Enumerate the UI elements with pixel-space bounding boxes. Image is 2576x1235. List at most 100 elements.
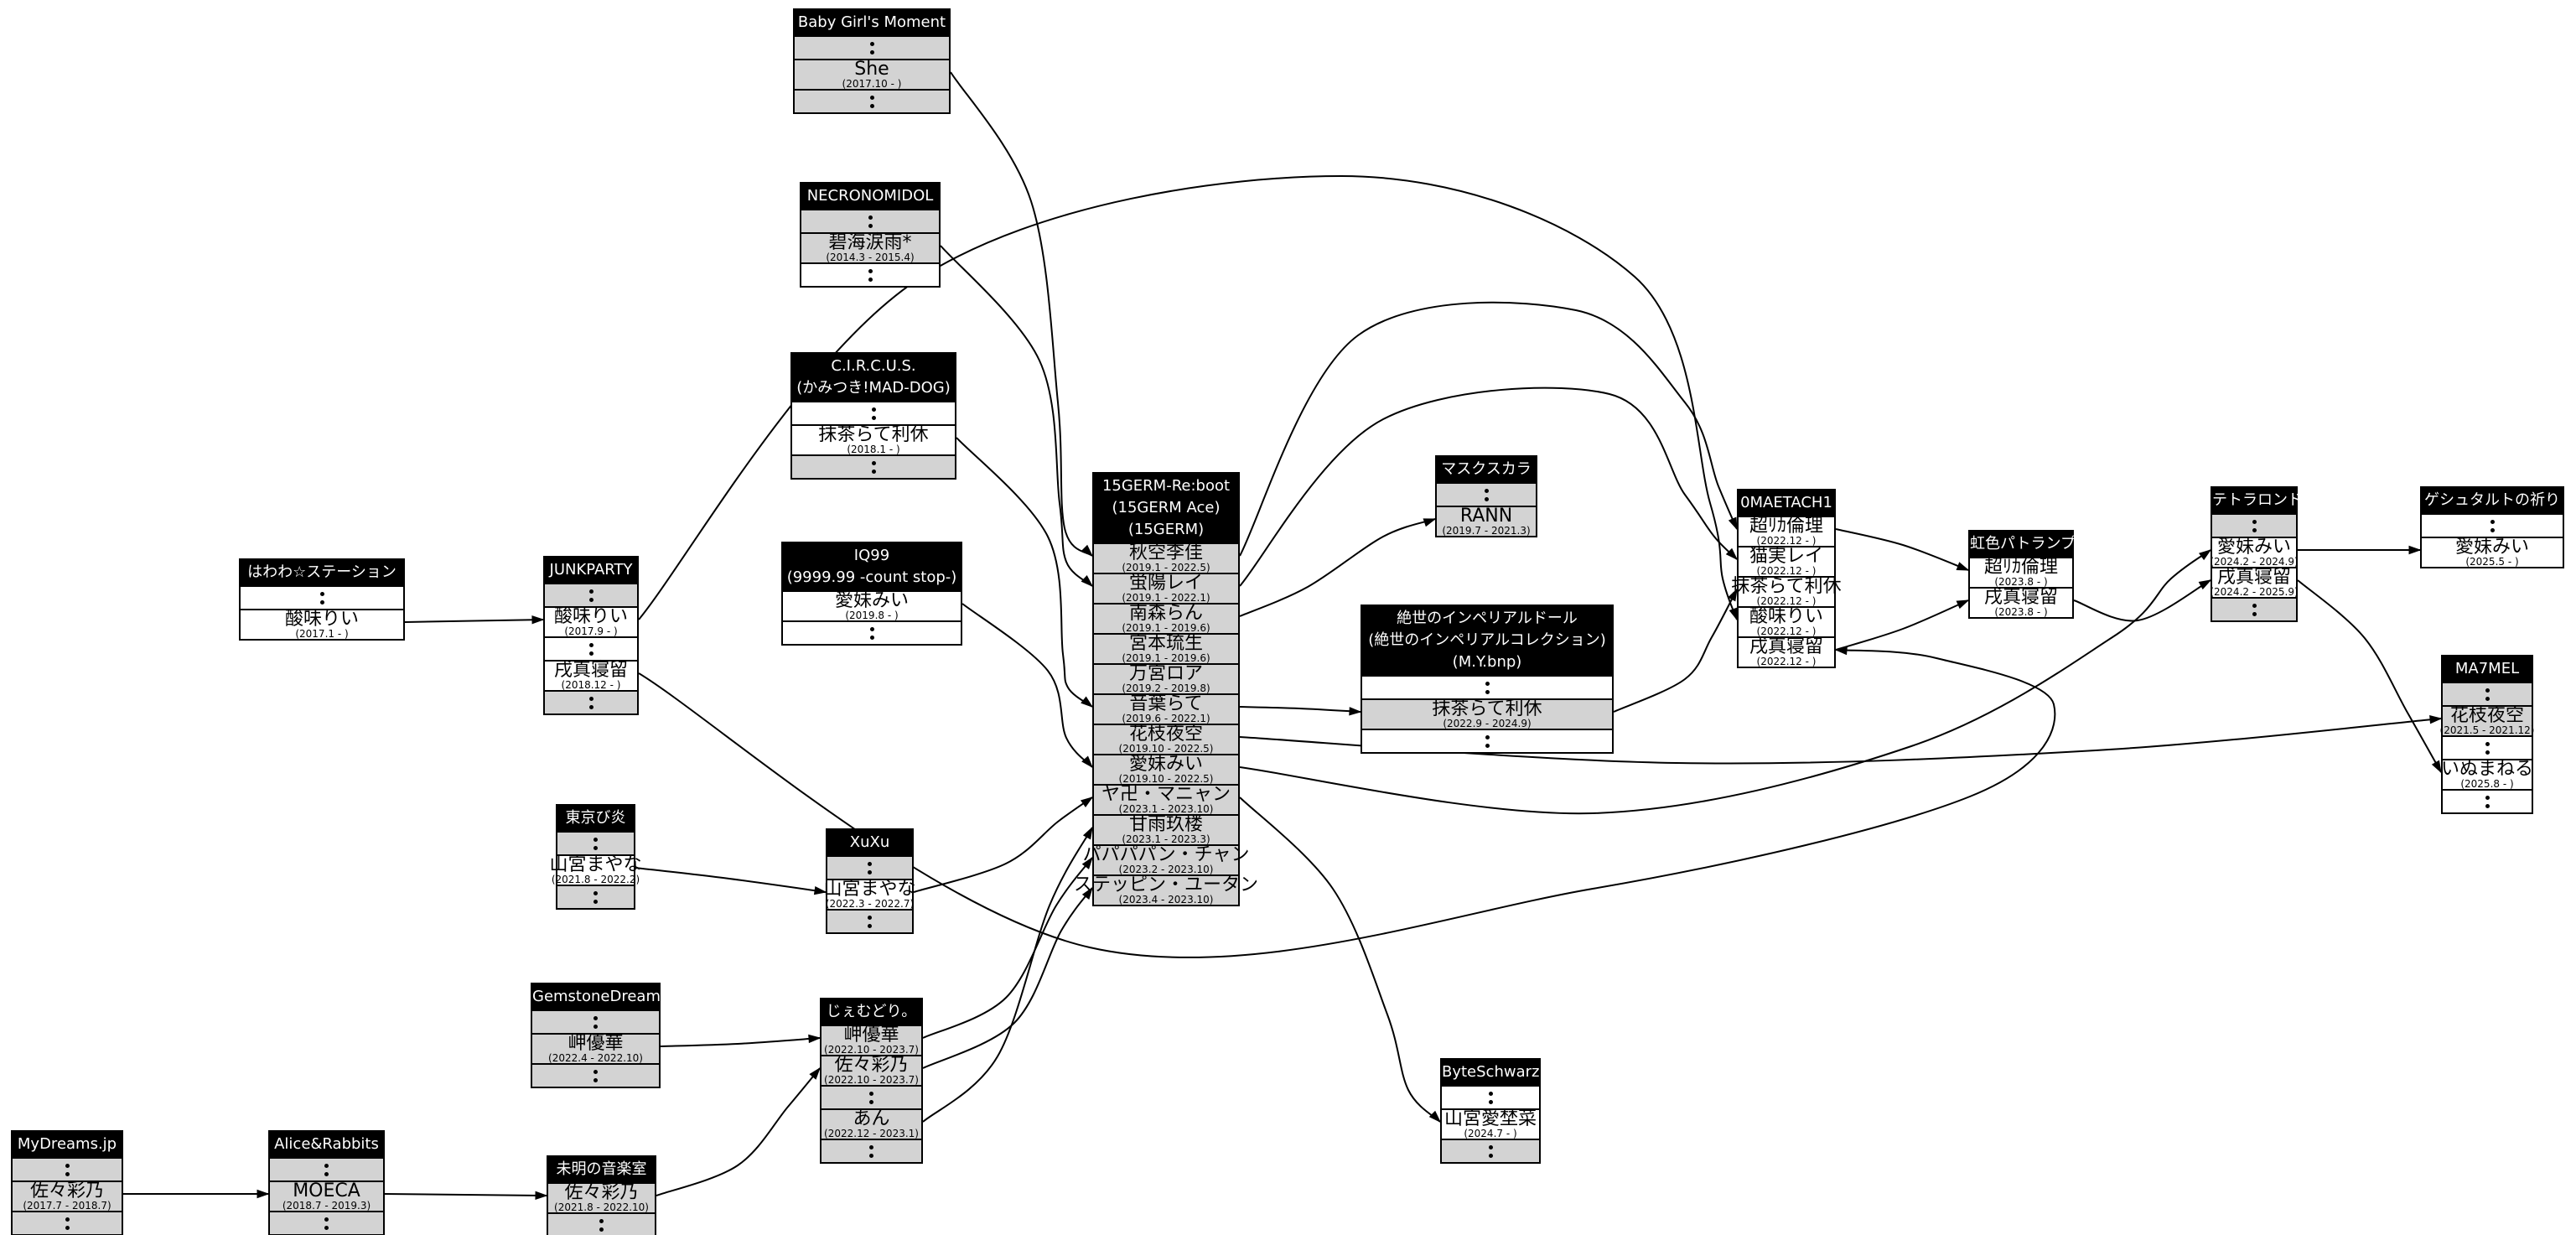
member-name: 花枝夜空 [1128,724,1203,745]
group-title: C.I.R.C.U.S.(かみつき!MAD-DOG) [792,354,955,401]
group-title: JUNKPARTY [545,558,637,583]
edge-arrowhead [1081,856,1093,869]
continuation-dots-cell [13,1211,122,1234]
group-title-line: 15GERM-Re:boot [1101,477,1231,495]
member-tenure-dates: (2022.9 - 2024.9) [1443,718,1532,729]
dot [868,861,872,866]
group-title: 15GERM-Re:boot(15GERM Ace)(15GERM) [1094,474,1238,542]
group-title-line: 虹色パトランプ [1970,535,2076,553]
member-tenure-dates: (2018.1 - ) [847,444,900,455]
dot [1488,1091,1493,1096]
dot [869,626,874,631]
edge-arrowhead [257,1189,270,1199]
dot [1485,689,1490,694]
group-title: はわわ☆ステーション [241,560,403,585]
dot [869,95,874,100]
member-cell: 愛妹みい(2019.8 - ) [783,590,961,621]
membership-edge-maetach1-to-nijiiro [1835,599,1969,651]
member-tenure-dates: (2017.10 - ) [842,78,902,90]
edge-arrowhead [1081,574,1094,588]
group-title-line: GemstoneDream [532,988,661,1005]
dot [871,415,876,420]
group-title: 虹色パトランプ [1970,532,2076,557]
dot [319,599,324,605]
dot [324,1225,329,1230]
group-title-line: IQ99 [853,547,890,564]
member-name: 愛妹みい [2216,537,2291,558]
member-tenure-dates: (2019.10 - 2022.5) [1118,773,1214,785]
edge-arrowhead [1428,1110,1442,1123]
group-node-circus: C.I.R.C.U.S.(かみつき!MAD-DOG) 抹茶らて利休(2018.1 … [790,352,956,480]
member-cell: 戌真寝留(2022.12 - ) [1739,636,1834,667]
dot [1488,1099,1493,1104]
membership-edge-alice-to-mimei [384,1193,547,1196]
member-name: 戌真寝留 [1983,587,2058,608]
member-cell: 音葉らて(2019.6 - 2022.1) [1094,693,1238,724]
continuation-dots-cell [1442,1139,1539,1162]
member-tenure-dates: (2018.12 - ) [561,679,621,691]
dot [1485,734,1490,739]
member-name: 愛妹みい [834,590,909,611]
member-tenure-dates: (2019.10 - 2022.5) [1118,743,1214,755]
group-node-iq99: IQ99(9999.99 -count stop-)愛妹みい(2019.8 - … [781,542,962,646]
member-cell: 佐々彩乃(2022.10 - 2023.7) [822,1055,921,1086]
dot [593,890,598,895]
member-tenure-dates: (2019.2 - 2019.8) [1122,682,1210,694]
dot [1485,743,1490,748]
membership-edge-germ15-to-tetra [1239,549,2211,815]
member-cell: 酸味りい(2017.1 - ) [241,609,403,640]
edge-arrowhead [813,885,827,895]
member-name: 宮本琉生 [1128,633,1203,654]
member-tenure-dates: (2024.7 - ) [1464,1128,1517,1139]
member-name: 佐々彩乃 [29,1181,104,1201]
member-tenure-dates: (2021.5 - 2021.12) [2439,724,2535,736]
continuation-dots-cell [1362,675,1612,698]
member-tenure-dates: (2019.1 - 2019.6) [1122,622,1210,634]
member-name: 万宮ロア [1128,663,1203,684]
group-title-line: 未明の音楽室 [556,1160,647,1178]
continuation-dots-cell [822,1139,921,1162]
membership-edge-necro-to-germ15 [940,245,1093,587]
member-name: 戌真寝留 [1749,636,1823,657]
continuation-dots-cell [13,1157,122,1181]
dot [2485,696,2490,701]
dot [871,460,876,465]
dot [2485,803,2490,808]
edge-arrowhead [2408,545,2422,555]
edge-arrowhead [1423,518,1437,527]
membership-edge-jemudori-to-germ15 [922,857,1093,1039]
continuation-dots-cell [795,35,949,59]
member-name: いぬまねる [2441,759,2534,780]
edge-arrowhead [1081,886,1093,900]
edge-arrowhead [1349,707,1362,716]
member-name: 山宮まやな [549,854,642,875]
edge-arrowhead [2431,760,2442,774]
member-tenure-dates: (2025.8 - ) [2460,778,2514,790]
continuation-dots-cell [795,89,949,112]
member-tenure-dates: (2022.12 - ) [1756,625,1817,637]
membership-edge-nijiiro-to-tetra [2073,579,2211,622]
dot [868,923,872,928]
group-node-tokyobien: 東京び炎山宮まやな(2021.8 - 2022.2) [550,804,642,910]
membership-edge-maetach1-to-nijiiro [1835,528,1969,571]
dot [2485,795,2490,800]
dot [588,642,593,647]
dot [1484,496,1489,501]
membership-edge-mimei-to-jemudori [656,1067,821,1196]
dot [65,1171,70,1176]
group-title-line: じぇむどり。 [826,1003,917,1020]
group-title-line: 東京び炎 [565,809,626,827]
member-cell: 抹茶らて利休(2018.1 - ) [792,424,955,455]
member-tenure-dates: (2023.1 - 2023.3) [1122,833,1210,845]
group-title-line: (15GERM Ace) [1112,499,1221,516]
dot [869,1144,873,1149]
member-tenure-dates: (2025.5 - ) [2465,556,2519,568]
member-tenure-dates: (2019.8 - ) [845,610,899,621]
member-cell: いぬまねる(2025.8 - ) [2441,759,2534,790]
member-cell: あん(2022.12 - 2023.1) [822,1108,921,1139]
member-cell: 万宮ロア(2019.2 - 2019.8) [1094,663,1238,694]
